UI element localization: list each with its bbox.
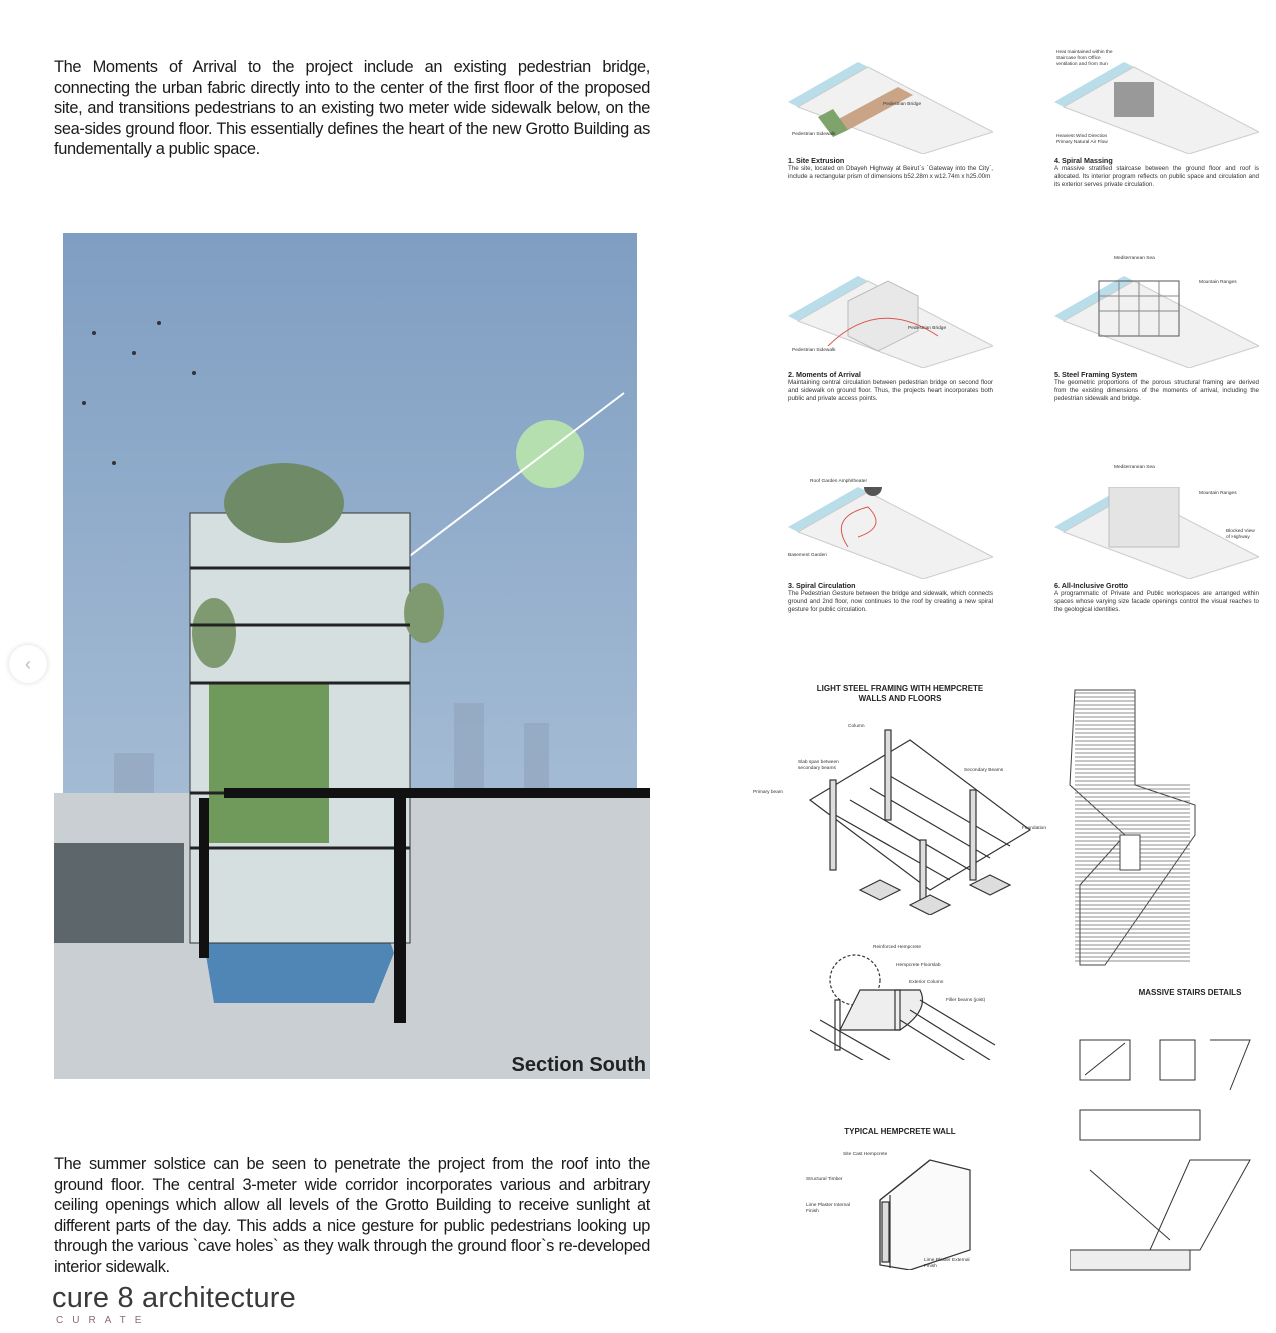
diagram-spiral-massing: Heat maintained within the Staircase fro… bbox=[1054, 50, 1259, 189]
diagram-moments-of-arrival: Pedestrian Sidewalk Pedestrian Bridge 2.… bbox=[788, 276, 993, 404]
diagram-all-inclusive-grotto: Mediterranean Sea Mountain Ranges Blocke… bbox=[1054, 465, 1259, 614]
massive-stairs-drawing bbox=[1069, 689, 1196, 966]
section-south-drawing: Section South bbox=[54, 233, 650, 1079]
closing-paragraph: The summer solstice can be seen to penet… bbox=[54, 1155, 650, 1276]
previous-slide-button[interactable]: ‹ bbox=[9, 645, 47, 683]
stairs-title: MASSIVE STAIRS DETAILS bbox=[1138, 988, 1242, 997]
hempcrete-floor-drawing bbox=[809, 954, 996, 1060]
chevron-left-icon: ‹ bbox=[25, 653, 31, 674]
diagram-steel-framing: Mediterranean Sea Mountain Ranges 5. Ste… bbox=[1054, 256, 1259, 403]
diagram-spiral-circulation: Roof Garden Amphitheater Basement Garden… bbox=[788, 479, 993, 615]
section-title: Section South bbox=[511, 1054, 646, 1076]
intro-paragraph: The Moments of Arrival to the project in… bbox=[54, 58, 650, 158]
framing-title: LIGHT STEEL FRAMING WITH HEMPCRETE WALLS… bbox=[816, 684, 984, 703]
framing-drawing bbox=[808, 729, 1032, 915]
stairs-section-details bbox=[1070, 1039, 1251, 1271]
brand-tagline: CURATE bbox=[56, 1315, 151, 1326]
brand-logo: cure 8 architecture bbox=[52, 1282, 296, 1314]
diagram-site-extrusion: Pedestrian Sidewalk Pedestrian Bridge 1.… bbox=[788, 62, 993, 181]
hempcrete-wall-drawing bbox=[879, 1159, 971, 1270]
wall-title: TYPICAL HEMPCRETE WALL bbox=[844, 1127, 956, 1136]
